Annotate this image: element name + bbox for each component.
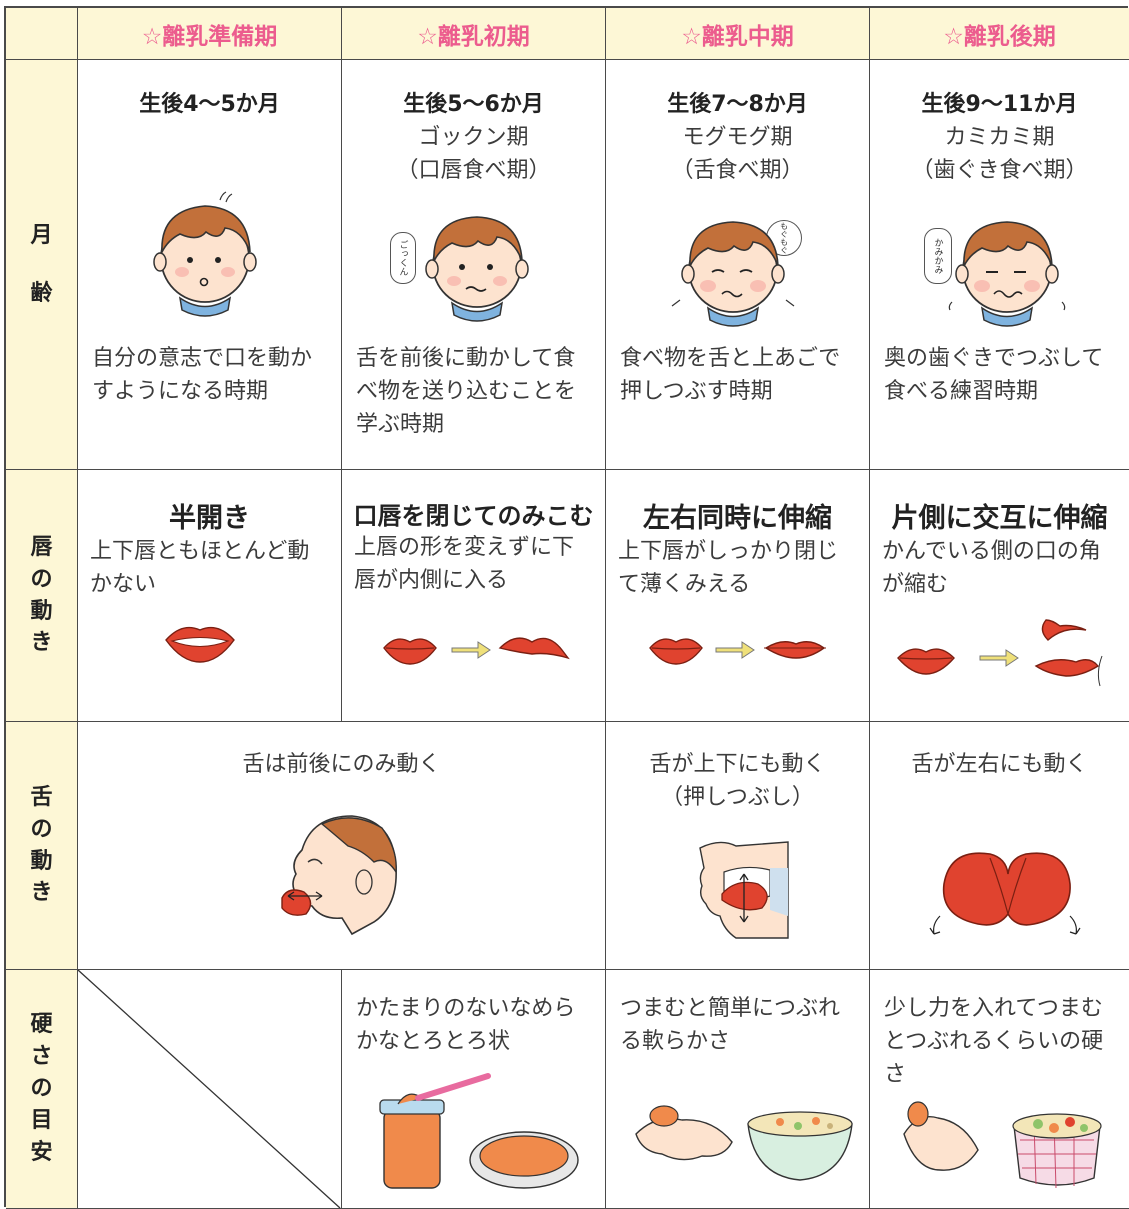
- period-subname: （舌食べ期）: [671, 158, 804, 183]
- row-label-char: 月: [30, 222, 53, 248]
- row-label-char: の: [30, 1076, 53, 1102]
- pinch-food-bowl-illustration: [903, 1101, 1102, 1189]
- period-subname: （口唇食べ期）: [396, 158, 551, 183]
- row-label-char: 動: [30, 848, 53, 874]
- not-applicable-diagonal: [77, 969, 341, 1209]
- hardness-cell-middle: つまむと簡単につぶれる軟らかさ: [606, 970, 870, 1209]
- lips-cell-prep: 半開き 上下唇ともほとんど動かない: [78, 470, 342, 722]
- row-label-lips: 唇 の 動 き: [6, 470, 78, 722]
- speech-bubble: もぐもぐ: [766, 220, 802, 256]
- age-description: 食べ物を舌と上あごで押しつぶす時期: [620, 346, 841, 404]
- row-label-char: 安: [30, 1139, 53, 1165]
- row-label-char: き: [30, 880, 53, 906]
- row-label-char: 唇: [30, 534, 53, 560]
- lips-cell-late: 片側に交互に伸縮 かんでいる側の口の角が縮む: [870, 470, 1129, 722]
- baby-face-illustration: [671, 221, 795, 327]
- lips-title: 口唇を閉じてのみこむ: [353, 502, 594, 530]
- tongue-cell-middle: 舌が上下にも動く （押しつぶし）: [606, 722, 870, 970]
- hardness-description: つまむと簡単につぶれる軟らかさ: [620, 996, 841, 1054]
- lips-cell-middle: 左右同時に伸縮 上下唇がしっかり閉じて薄くみえる: [606, 470, 870, 722]
- tongue-text-main: 舌が上下にも動く: [649, 752, 826, 777]
- hardness-cell-prep: [77, 969, 342, 1209]
- tongue-text: 舌が左右にも動く: [911, 752, 1088, 777]
- age-text: 生後4〜5か月: [139, 92, 280, 117]
- tongue-updown-illustration: [699, 841, 789, 939]
- age-text: 生後9〜11か月: [921, 92, 1078, 117]
- row-label-tongue: 舌 の 動 き: [6, 722, 78, 970]
- tongue-text: 舌は前後にのみ動く: [242, 752, 441, 777]
- period-name: カミカミ期: [944, 125, 1055, 150]
- row-label-hardness: 硬 さ の 目 安: [6, 970, 78, 1209]
- row-label-char: の: [30, 566, 53, 592]
- age-text: 生後5〜6か月: [403, 92, 544, 117]
- row-label-char: 舌: [30, 784, 53, 810]
- stage-header-middle: ☆離乳中期: [606, 8, 870, 60]
- age-cell-middle: 生後7〜8か月 モグモグ期 （舌食べ期） もぐもぐ 食べ物を舌と上あごで押しつぶ…: [606, 60, 870, 470]
- baby-profile-tongue-illustration: [281, 815, 397, 936]
- tongue-text-sub: （押しつぶし）: [661, 785, 814, 810]
- lips-stretch-icon: [649, 638, 826, 665]
- corner-cell: [6, 8, 78, 60]
- age-cell-prep: 生後4〜5か月 自分の意志で口を動かすようになる時期: [78, 60, 342, 470]
- period-name: モグモグ期: [682, 125, 793, 150]
- age-text: 生後7〜8か月: [667, 92, 808, 117]
- hardness-description: かたまりのないなめらかなとろとろ状: [356, 996, 576, 1054]
- lips-title: 半開き: [169, 503, 250, 534]
- hardness-cell-early: かたまりのないなめらかなとろとろ状: [342, 970, 606, 1209]
- tongue-sideways-illustration: [929, 852, 1081, 935]
- tongue-cell-prep-early: 舌は前後にのみ動く: [78, 722, 606, 970]
- period-subname: （歯ぐき食べ期）: [911, 158, 1088, 183]
- age-description: 自分の意志で口を動かすようになる時期: [92, 346, 313, 404]
- lips-closing-icon: [383, 637, 570, 665]
- tongue-text: 舌が上下にも動く （押しつぶし）: [606, 748, 869, 814]
- lips-description: 上唇の形を変えずに下唇が内側に入る: [354, 535, 575, 593]
- hardness-cell-late: 少し力を入れてつまむとつぶれるくらいの硬さ: [870, 970, 1129, 1209]
- speech-bubble: ごっくん: [390, 232, 416, 284]
- pinch-food-bowl-illustration: [635, 1105, 853, 1181]
- tongue-cell-late: 舌が左右にも動く: [870, 722, 1129, 970]
- lips-description: かんでいる側の口の角が縮む: [882, 539, 1101, 597]
- baby-face-illustration: [153, 191, 257, 317]
- lips-half-open-icon: [165, 626, 235, 663]
- lips-description: 上下唇ともほとんど動かない: [90, 539, 310, 597]
- baby-face-illustration: [425, 216, 529, 322]
- age-description: 舌を前後に動かして食べ物を送り込むことを学ぶ時期: [356, 346, 577, 437]
- lips-title: 左右同時に伸縮: [643, 503, 832, 534]
- age-description: 奥の歯ぐきでつぶして食べる練習時期: [884, 346, 1104, 404]
- speech-bubble: かみかみ: [924, 228, 952, 284]
- stage-header-early: ☆離乳初期: [342, 8, 606, 60]
- puree-jar-bowl-illustration: [379, 1073, 579, 1189]
- row-label-char: 目: [30, 1107, 53, 1133]
- lips-description: 上下唇がしっかり閉じて薄くみえる: [618, 539, 839, 597]
- row-label-char: 動: [30, 598, 53, 624]
- row-label-char: 齢: [30, 280, 53, 306]
- row-label-char: さ: [30, 1044, 53, 1070]
- stage-header-prep: ☆離乳準備期: [78, 8, 342, 60]
- lips-alternate-icon: [897, 619, 1103, 687]
- age-cell-late: 生後9〜11か月 カミカミ期 （歯ぐき食べ期） かみかみ 奥の歯ぐきでつぶして食…: [870, 60, 1129, 470]
- row-label-char: の: [30, 816, 53, 842]
- age-cell-early: 生後5〜6か月 ゴックン期 （口唇食べ期） ごっくん 舌を前後に動かして食べ物を…: [342, 60, 606, 470]
- weaning-stage-table: ☆離乳準備期 ☆離乳初期 ☆離乳中期 ☆離乳後期 月 齢 生後4〜5か月 自分の…: [4, 6, 1129, 1209]
- row-label-char: き: [30, 630, 53, 656]
- row-label-age: 月 齢: [6, 60, 78, 470]
- baby-face-illustration: [948, 221, 1066, 327]
- period-name: ゴックン期: [418, 125, 529, 150]
- stage-header-late: ☆離乳後期: [870, 8, 1129, 60]
- hardness-description: 少し力を入れてつまむとつぶれるくらいの硬さ: [884, 996, 1104, 1087]
- row-label-char: 硬: [30, 1012, 53, 1038]
- lips-cell-early: 口唇を閉じてのみこむ 上唇の形を変えずに下唇が内側に入る: [342, 470, 606, 722]
- lips-title: 片側に交互に伸縮: [891, 503, 1108, 534]
